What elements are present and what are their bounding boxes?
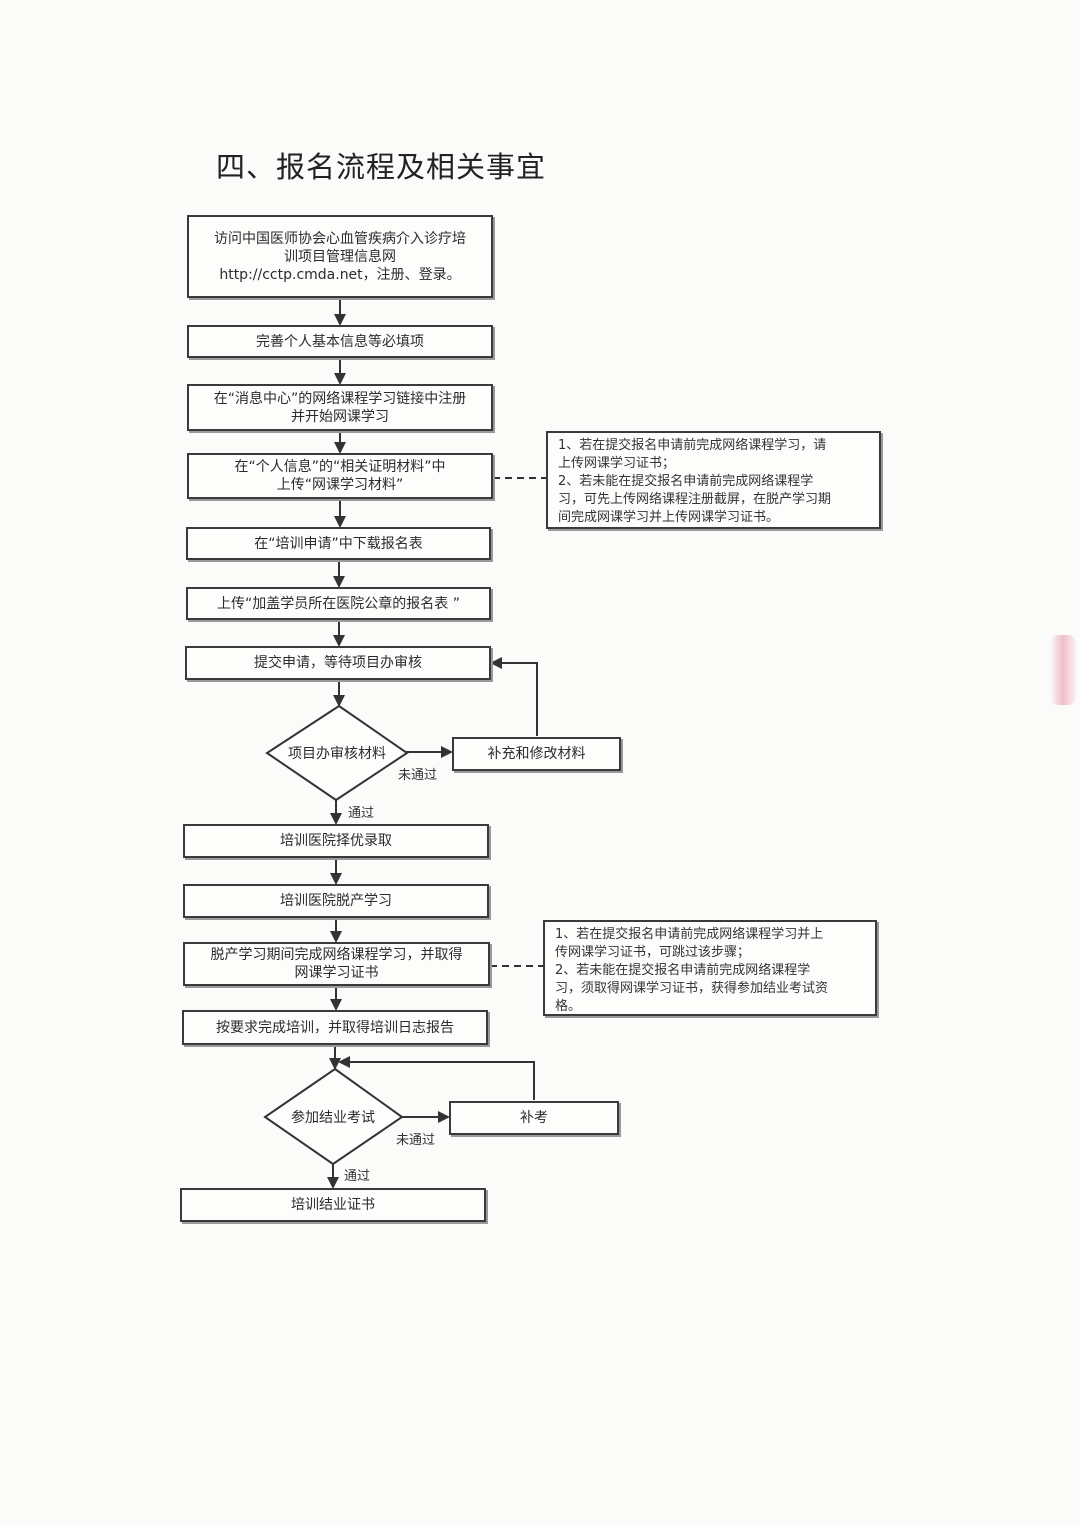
note1-line2: 上传网课学习证书； (558, 456, 676, 471)
step-admission-label: 培训医院择优录取 (280, 833, 392, 849)
decision-diamond-exam (263, 1067, 404, 1166)
step-complete-info: 完善个人基本信息等必填项 (187, 325, 493, 358)
step-download-form: 在“培训申请”中下载报名表 (186, 527, 491, 560)
edge-label-exam-fail: 未通过 (396, 1133, 436, 1148)
note1-line4: 习，可先上传网络课程注册截屏，在脱产学习期 (558, 492, 832, 507)
note1-line3: 2、若未能在提交报名申请前完成网络课程学 (558, 474, 814, 489)
note1-line1: 1、若在提交报名申请前完成网络课程学习，请 (558, 438, 827, 453)
step-upload-material-line1: 在“个人信息”的“相关证明材料”中 (234, 459, 446, 475)
arrow-retake-loop (338, 1056, 535, 1100)
step-complete-online-course: 脱产学习期间完成网络课程学习，并取得 网课学习证书 (183, 942, 490, 986)
step-full-time-study: 培训医院脱产学习 (183, 884, 489, 918)
page-title: 四、报名流程及相关事宜 (216, 150, 547, 184)
step-upload-course-material: 在“个人信息”的“相关证明材料”中 上传“网课学习材料” (187, 453, 493, 499)
step-upload-stamped-form: 上传“加盖学员所在医院公章的报名表 ” (186, 587, 491, 620)
step-complete-info-label: 完善个人基本信息等必填项 (256, 333, 424, 350)
step-finish-training-label: 按要求完成培训，并取得培训日志报告 (216, 1019, 454, 1036)
step-hospital-admission: 培训医院择优录取 (183, 824, 489, 858)
step-supplement-materials: 补充和修改材料 (452, 737, 621, 771)
decision-diamond-review (265, 704, 409, 802)
note2-line1: 1、若在提交报名申请前完成网络课程学习并上 (555, 927, 824, 942)
step-retake-exam: 补考 (449, 1101, 619, 1135)
step-supplement-label: 补充和修改材料 (487, 746, 586, 762)
note2-line5: 格。 (555, 999, 582, 1014)
step-retake-label: 补考 (520, 1110, 548, 1126)
step-visit-line2: 训项目管理信息网 (284, 248, 396, 265)
step-submit-application-label: 提交申请，等待项目办审核 (254, 655, 422, 671)
edge-label-review-fail: 未通过 (398, 768, 438, 783)
step-visit-website: 访问中国医师协会心血管疾病介入诊疗培 训项目管理信息网 http://cctp.… (187, 215, 493, 298)
step-register-line1: 在“消息中心”的网络课程学习链接中注册 (213, 390, 467, 407)
note2-line3: 2、若未能在提交报名申请前完成网络课程学 (555, 963, 811, 978)
step-completion-certificate: 培训结业证书 (180, 1188, 486, 1222)
decision-exam-label: 参加结业考试 (291, 1110, 375, 1126)
note-exam-eligibility: 1、若在提交报名申请前完成网络课程学习并上 传网课学习证书，可跳过该步骤； 2、… (543, 920, 877, 1016)
edge-label-exam-pass: 通过 (344, 1169, 371, 1184)
arrow-fix-s7 (490, 657, 538, 736)
step-upload-material-line2: 上传“网课学习材料” (276, 477, 404, 493)
step-full-time-study-label: 培训医院脱产学习 (280, 893, 392, 909)
step-visit-line1: 访问中国医师协会心血管疾病介入诊疗培 (214, 230, 466, 247)
stamp-edge-mark (1050, 635, 1076, 705)
step-online-course-line2: 网课学习证书 (294, 965, 379, 981)
step-register-course: 在“消息中心”的网络课程学习链接中注册 并开始网课学习 (187, 384, 493, 431)
edge-label-review-pass: 通过 (348, 806, 375, 821)
note1-line5: 间完成网课学习并上传网课学习证书。 (558, 510, 780, 525)
step-submit-application: 提交申请，等待项目办审核 (185, 646, 491, 680)
step-visit-line3: http://cctp.cmda.net，注册、登录。 (219, 266, 461, 283)
note2-line2: 传网课学习证书，可跳过该步骤； (555, 945, 751, 960)
step-certificate-label: 培训结业证书 (291, 1197, 375, 1213)
decision-review-label: 项目办审核材料 (288, 746, 386, 762)
step-upload-stamped-form-label: 上传“加盖学员所在医院公章的报名表 ” (217, 595, 460, 612)
step-register-line2: 并开始网课学习 (291, 408, 389, 425)
step-online-course-line1: 脱产学习期间完成网络课程学习，并取得 (210, 947, 463, 963)
step-download-form-label: 在“培训申请”中下载报名表 (254, 535, 423, 552)
note-course-certificate-upload: 1、若在提交报名申请前完成网络课程学习，请 上传网课学习证书； 2、若未能在提交… (546, 431, 881, 529)
step-finish-training: 按要求完成培训，并取得培训日志报告 (182, 1010, 488, 1045)
note2-line4: 习，须取得网课学习证书，获得参加结业考试资 (555, 981, 829, 996)
